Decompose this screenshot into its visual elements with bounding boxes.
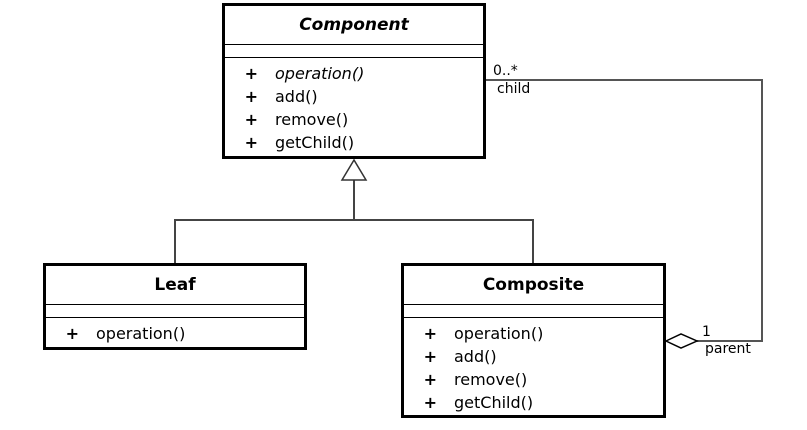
operation-name: add()	[454, 347, 497, 366]
leaf-operations: + operation()	[46, 318, 304, 345]
visibility-marker: +	[423, 393, 437, 412]
leaf-class-name: Leaf	[46, 266, 304, 305]
operation-name: getChild()	[275, 133, 355, 152]
visibility-marker: +	[244, 110, 258, 129]
visibility-marker: +	[65, 324, 79, 343]
operation-item: + getChild()	[404, 391, 663, 414]
visibility-marker: +	[244, 133, 258, 152]
operation-name: remove()	[454, 370, 528, 389]
composite-class-name: Composite	[404, 266, 663, 305]
operation-item: + operation()	[225, 62, 483, 85]
operation-name: operation()	[454, 324, 544, 343]
aggregation-line	[486, 79, 763, 342]
operation-name: operation()	[275, 64, 365, 83]
operation-name: add()	[275, 87, 318, 106]
child-role-label: child	[497, 81, 531, 97]
composite-operations: + operation() + add() + remove() + getCh…	[404, 318, 663, 414]
child-multiplicity: 0..*	[493, 63, 518, 79]
component-operations: + operation() + add() + remove() + getCh…	[225, 58, 483, 154]
visibility-marker: +	[244, 87, 258, 106]
operation-item: + getChild()	[225, 131, 483, 154]
parent-multiplicity: 1	[702, 324, 711, 340]
aggregation-diamond	[664, 333, 699, 349]
component-class: Component + operation() + add() + remove…	[222, 3, 486, 159]
operation-item: + operation()	[404, 322, 663, 345]
composite-attributes	[404, 305, 663, 318]
parent-role-label: parent	[705, 341, 751, 357]
operation-item: + operation()	[46, 322, 304, 345]
generalization-line	[174, 219, 534, 263]
leaf-class: Leaf + operation()	[43, 263, 307, 350]
composite-class: Composite + operation() + add() + remove…	[401, 263, 666, 418]
operation-item: + add()	[225, 85, 483, 108]
leaf-attributes	[46, 305, 304, 318]
component-class-name: Component	[225, 6, 483, 45]
operation-name: operation()	[96, 324, 186, 343]
visibility-marker: +	[244, 64, 258, 83]
visibility-marker: +	[423, 347, 437, 366]
operation-item: + remove()	[225, 108, 483, 131]
inheritance-arrowhead	[340, 158, 368, 181]
operation-name: getChild()	[454, 393, 534, 412]
operation-item: + remove()	[404, 368, 663, 391]
operation-item: + add()	[404, 345, 663, 368]
component-attributes	[225, 45, 483, 58]
visibility-marker: +	[423, 370, 437, 389]
visibility-marker: +	[423, 324, 437, 343]
operation-name: remove()	[275, 110, 349, 129]
